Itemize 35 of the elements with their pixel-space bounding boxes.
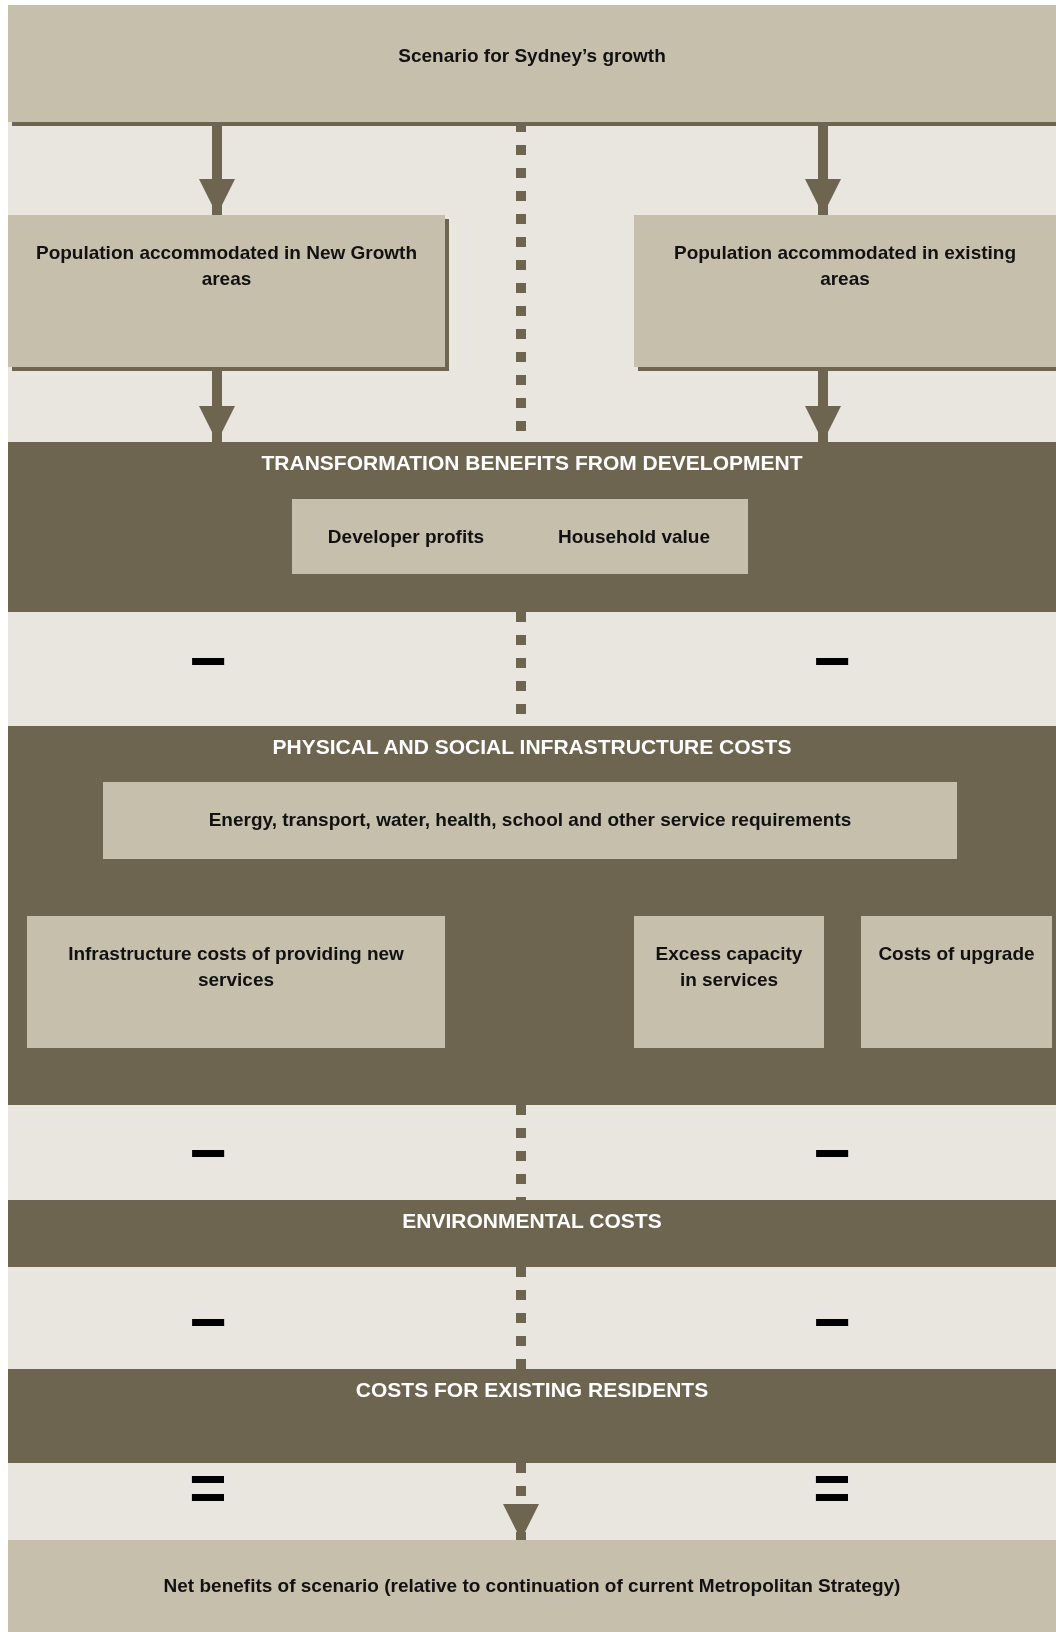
item-box [861,916,1052,1048]
box-label: Excess capacity in services [654,942,804,992]
equals-sign: = [813,1456,851,1520]
arrow [503,1463,539,1540]
minus-sign: − [189,629,227,693]
box-label: Population accommodated in existing areas [672,241,1017,291]
item-box [103,782,957,859]
stage-band [8,442,1056,612]
minus-sign: − [813,1290,851,1354]
minus-sign: − [813,629,851,693]
stage-heading: TRANSFORMATION BENEFITS FROM DEVELOPMENT [260,450,804,476]
process-box [8,1540,1056,1632]
equals-sign: = [189,1456,227,1520]
box-label: Scenario for Sydney’s growth [397,44,667,68]
stage-heading: COSTS FOR EXISTING RESIDENTS [354,1377,710,1403]
stage-heading: PHYSICAL AND SOCIAL INFRASTRUCTURE COSTS [271,734,793,760]
stage-heading: ENVIRONMENTAL COSTS [401,1208,663,1234]
item-box [634,916,824,1048]
stage-band [8,726,1056,1105]
minus-sign: − [189,1290,227,1354]
box-label: Household value [557,525,711,549]
stage-band [8,1200,1056,1267]
box-label: Costs of upgrade [877,942,1036,966]
item-box [292,499,748,574]
stage-band [8,1369,1056,1463]
dotted-connector [516,1267,526,1369]
box-label: Infrastructure costs of providing new services [67,942,405,992]
box-label: Net benefits of scenario (relative to continuation of current Metropolitan Strategy) [162,1574,902,1598]
minus-sign: − [189,1121,227,1185]
item-box [27,916,445,1048]
box-label: Developer profits [326,525,486,549]
minus-sign: − [813,1121,851,1185]
box-label: Population accommodated in New Growth areas [34,241,419,291]
dotted-connector [516,1105,526,1200]
box-label: Energy, transport, water, health, school and other service requirements [207,808,853,832]
